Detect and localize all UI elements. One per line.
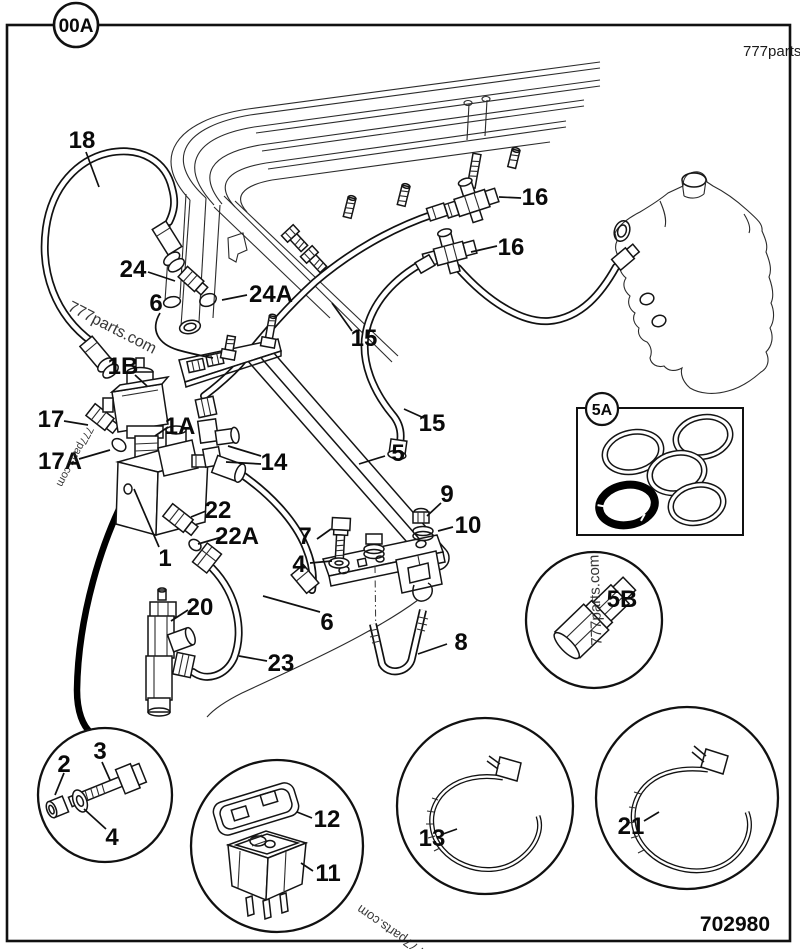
washer-4 [328,557,350,569]
callout-labels: 18 24 24A 6 1B 17 1A 17A 14 22 22A 1 20 … [38,127,645,887]
callout-17: 17 [38,406,65,433]
frame-stud [506,146,521,170]
hose-coupling [610,243,641,272]
callout-1b: 1B [108,353,139,380]
nut-9 [412,507,430,524]
callout-10: 10 [455,512,482,539]
detail-circle-bolt [36,726,174,864]
callout-3: 3 [93,738,106,765]
hose-coupling [414,253,436,275]
frame-hex-stud [299,244,328,274]
hose-elbow-end [387,438,408,460]
callout-15-left: 15 [351,325,378,352]
callout-22a: 22A [215,523,259,550]
bolt-3-assembly [45,762,148,819]
frame-stud [342,194,357,220]
o-ring-22a [188,538,202,552]
clamp-block [395,550,443,602]
o-ring-set [595,413,734,530]
fitting-22 [161,502,199,537]
plate-nut [363,533,385,560]
switch-11 [225,830,309,921]
callout-16-lower: 16 [498,234,525,261]
routing-wire [206,599,419,718]
valve-20 [145,587,196,717]
callout-14: 14 [261,449,288,476]
callout-4-detail: 4 [105,824,119,851]
callout-6-top: 6 [149,290,162,317]
bolt-7 [331,516,352,562]
callout-2: 2 [57,751,70,778]
pump-housing [613,171,775,394]
callout-20: 20 [187,594,214,621]
brand-text: 777parts [743,43,800,60]
frame-tab [227,232,248,263]
callout-16-upper: 16 [522,184,549,211]
callout-21: 21 [618,813,645,840]
fitting-24 [177,265,209,296]
u-bolt [368,609,429,676]
callout-9: 9 [440,481,453,508]
cable-tie-21 [627,745,752,874]
hose-18 [40,147,185,379]
frame-hex-stud [280,223,309,253]
callout-22: 22 [205,497,232,524]
hose-coupling [425,202,449,222]
page-border [5,23,792,943]
o-ring-17a [111,437,127,453]
rocker-cover-12 [212,782,300,836]
hose-coupling [290,563,320,595]
callout-1a: 1A [165,413,196,440]
tee-fitting-upper [443,177,500,224]
callout-15-right: 15 [419,410,446,437]
callout-24a: 24A [249,281,293,308]
callout-13: 13 [419,825,446,852]
callout-7: 7 [298,523,311,550]
frame-stud [396,182,411,208]
hose-23 [189,564,243,681]
washer-10 [412,525,434,542]
detail-circle-tie21 [594,705,780,891]
callout-24: 24 [120,256,147,283]
seal-kit-badge-label: 5A [592,402,613,419]
plate-stud [259,313,278,349]
elbow-14a [194,395,240,446]
drawing-number: 702980 [700,913,770,936]
callout-12: 12 [314,806,341,833]
callout-5b: 5B [607,586,638,613]
tee-fitting-lower [421,228,478,275]
cable [73,478,137,737]
callout-11: 11 [315,860,340,887]
coupling-22 [191,541,223,575]
callout-8: 8 [454,629,467,656]
canopy-frame [162,61,601,363]
watermark-5b: 777parts.com [585,554,605,645]
view-badge-label: 00A [59,16,94,37]
callout-23: 23 [268,650,295,677]
callout-18: 18 [69,127,96,154]
callout-6-bottom: 6 [320,609,333,636]
leader-lines [54,151,660,872]
o-ring-black [595,480,659,530]
seal-kit-badge-circle [584,391,620,427]
o-ring-24a [199,292,217,308]
callout-5: 5 [391,440,404,467]
cable-tie-13 [426,755,542,872]
valve-block-1 [115,425,211,536]
solenoid-1b [102,357,170,433]
callout-1: 1 [158,545,171,572]
mounting-plate-upper [178,313,282,388]
solenoid-coil-2 [157,425,207,477]
view-badge-circle [52,1,100,49]
callout-4-mid: 4 [292,551,306,578]
elbow-14b [201,445,247,483]
plate-stud [219,334,237,361]
callout-17a: 17A [38,448,82,475]
adapter-5b [553,576,637,660]
